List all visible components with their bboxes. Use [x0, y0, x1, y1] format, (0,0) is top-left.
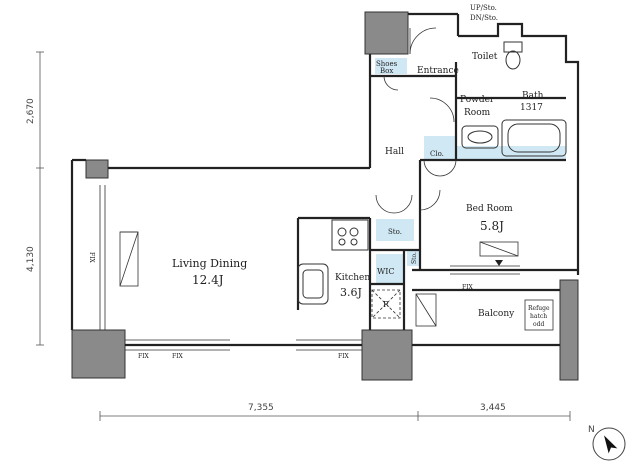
refuge-hatch-label-1: Refuge: [528, 305, 550, 312]
wic-label: WIC: [377, 267, 395, 276]
balcony-label: Balcony: [478, 309, 515, 319]
powder-room-label-1: Powder: [460, 95, 495, 105]
sto-small-label: Sto.: [411, 252, 418, 264]
refuge-hatch-label-3: odd: [533, 321, 544, 328]
dimension-lines: [36, 51, 571, 421]
bath-label: Bath: [522, 91, 544, 101]
windows: [99, 185, 520, 351]
wash-basin: [461, 125, 499, 149]
dim-bottom-right: 3,445: [480, 403, 506, 413]
refuge-hatch-box: [415, 293, 554, 331]
fix-bottom-3-label: FIX: [338, 353, 350, 360]
fix-balcony-label: FIX: [462, 284, 474, 291]
entrance-label: Entrance: [417, 66, 459, 76]
compass-label: N: [588, 425, 595, 435]
dim-left-lower: 4,130: [26, 246, 36, 272]
fix-bottom-2-label: FIX: [172, 353, 184, 360]
kitchen-size: 3.6J: [340, 286, 362, 299]
kitchen-counter: [297, 219, 369, 305]
bed-room-size: 5.8J: [480, 219, 504, 233]
columns: [71, 11, 579, 381]
toilet-fixture: [503, 41, 523, 70]
fix-left-label: FIX: [88, 252, 95, 264]
walls: [70, 12, 580, 347]
storage-fills: [375, 58, 566, 284]
toilet-label: Toilet: [472, 52, 498, 62]
dim-left-upper: 2,670: [26, 98, 36, 124]
refrigerator-box: [371, 289, 401, 319]
fix-bottom-1-label: FIX: [138, 353, 150, 360]
bathtub: [501, 119, 567, 157]
bed-room-label: Bed Room: [466, 204, 513, 214]
compass: [592, 427, 626, 461]
powder-room-label-2: Room: [464, 108, 491, 118]
living-dining-label: Living Dining: [172, 257, 247, 270]
hall-label: Hall: [385, 147, 404, 157]
arrow-marker: [495, 260, 503, 266]
refrigerator-label: R: [383, 300, 390, 309]
door-swings: [375, 27, 457, 214]
refuge-hatch-label-2: hatch: [530, 313, 547, 320]
bedroom-marker: [479, 241, 519, 257]
sto-hall-label: Sto.: [388, 228, 402, 236]
kitchen-label: Kitchen: [335, 273, 370, 283]
up-sto-label: UP/Sto.: [470, 4, 497, 12]
bath-size: 1317: [520, 103, 543, 113]
dim-bottom-left: 7,355: [248, 403, 274, 413]
clo-label: Clo.: [430, 150, 444, 158]
shoes-box-label-2: Box: [380, 67, 393, 75]
living-dining-size: 12.4J: [192, 273, 224, 287]
shoes-box-label-1: Shoes: [376, 60, 398, 68]
dn-sto-label: DN/Sto.: [470, 14, 498, 22]
